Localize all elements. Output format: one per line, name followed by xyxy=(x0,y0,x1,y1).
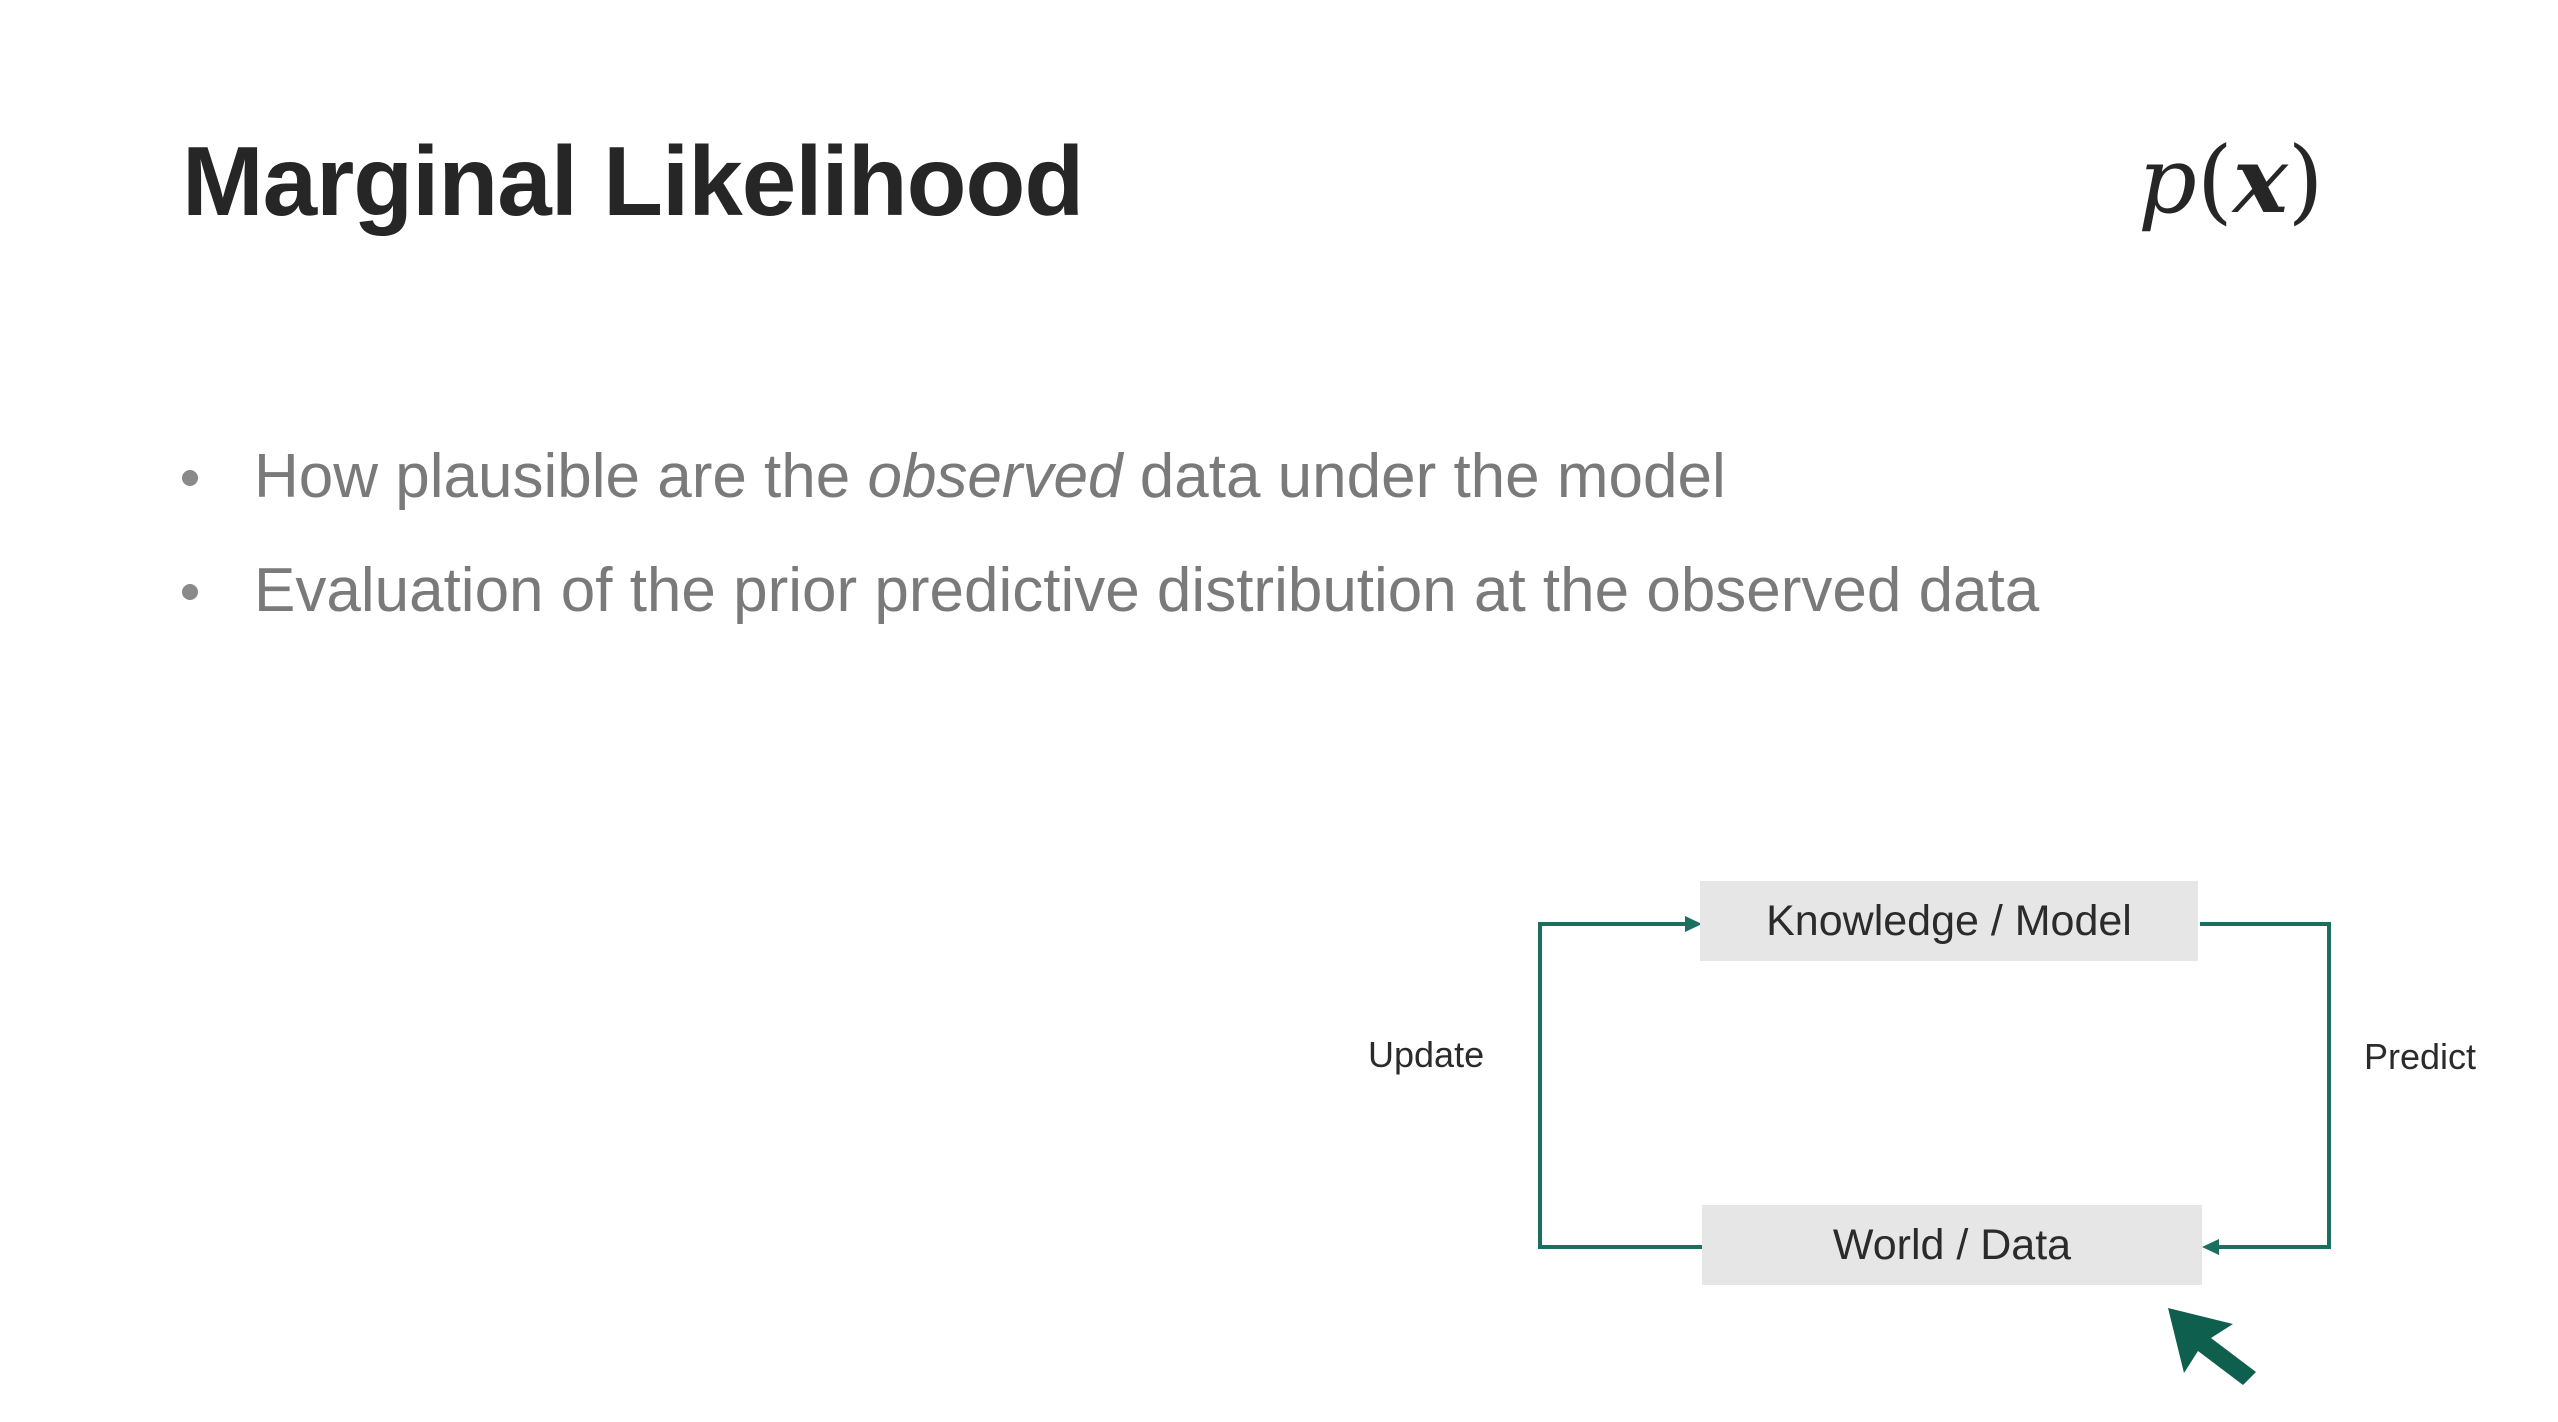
formula-function: p xyxy=(2138,127,2197,234)
bullet-dot-icon xyxy=(182,584,198,600)
formula-close-paren: ) xyxy=(2287,127,2324,234)
bullet-list: How plausible are the observed data unde… xyxy=(182,440,2039,668)
predict-arrowhead-icon xyxy=(2202,1239,2219,1255)
bullet-text: Evaluation of the prior predictive distr… xyxy=(254,556,2040,625)
predict-label: Predict xyxy=(2364,1036,2477,1077)
update-arrowhead-icon xyxy=(1685,916,1702,932)
formula-variable: x xyxy=(2232,126,2288,234)
bullet-dot-icon xyxy=(182,470,198,486)
world-data-node: World / Data xyxy=(1702,1205,2202,1285)
slide-title: Marginal Likelihood xyxy=(182,126,1084,236)
bullet-emphasis: observed xyxy=(867,442,1123,511)
predict-connector xyxy=(2200,922,2331,1249)
update-connector xyxy=(1538,922,1702,1249)
bullet-item: How plausible are the observed data unde… xyxy=(182,440,2039,554)
bullet-text: How plausible are the xyxy=(254,442,868,511)
update-label: Update xyxy=(1368,1034,1485,1075)
marginal-likelihood-formula: p(x) xyxy=(2138,127,2324,234)
knowledge-model-node: Knowledge / Model xyxy=(1700,881,2198,961)
bullet-text-end: data under the model xyxy=(1122,442,1726,511)
bullet-item: Evaluation of the prior predictive distr… xyxy=(182,554,2039,668)
arrow-cursor-icon xyxy=(2168,1308,2256,1385)
formula-open-paren: ( xyxy=(2196,127,2233,234)
